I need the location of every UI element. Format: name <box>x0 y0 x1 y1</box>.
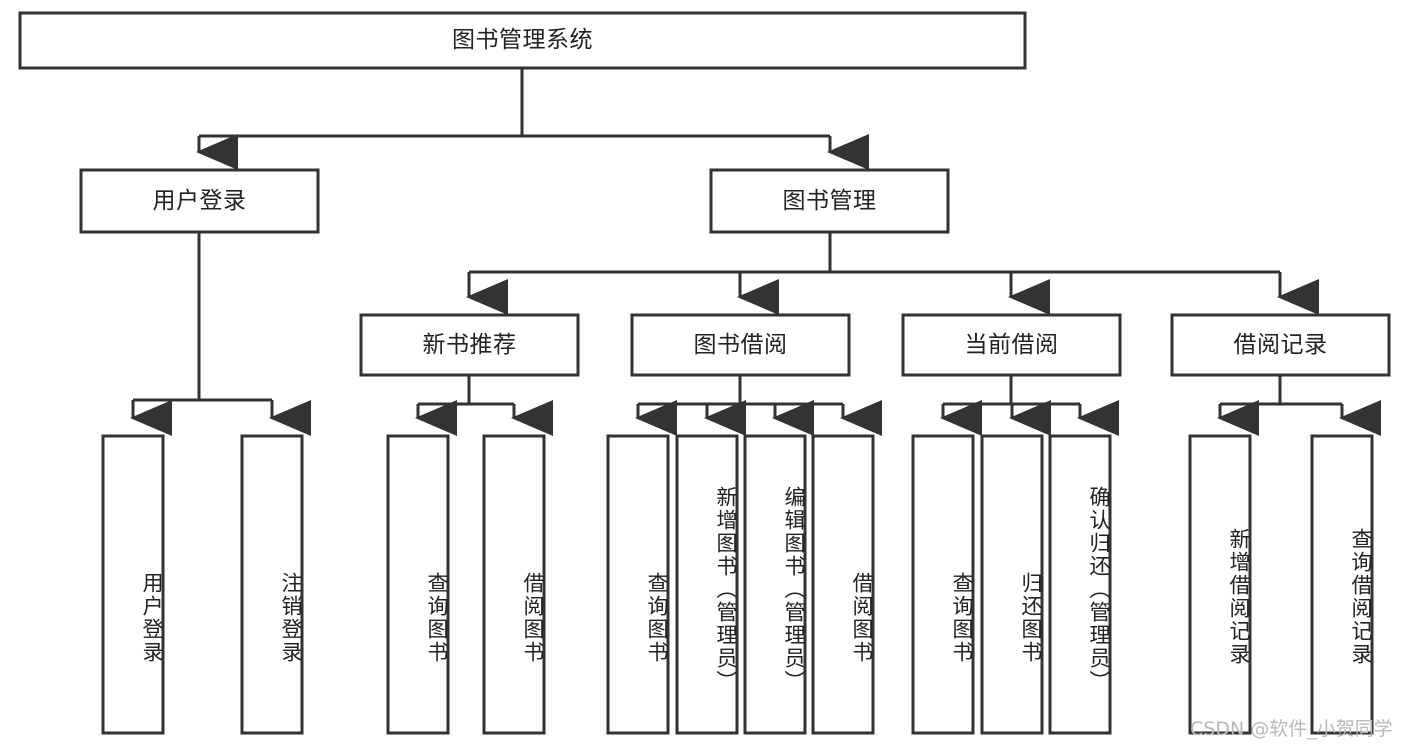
node-box-leaf-query-book-2[interactable] <box>606 434 670 735</box>
node-box-leaf-return-book[interactable] <box>980 434 1044 735</box>
node-box-current-borrow[interactable] <box>901 313 1122 377</box>
node-box-leaf-add-book[interactable] <box>675 434 739 735</box>
node-box-root[interactable] <box>18 11 1027 70</box>
node-box-leaf-borrow-book-2[interactable] <box>811 434 875 735</box>
node-box-borrow-record[interactable] <box>1170 313 1391 377</box>
node-box-leaf-edit-book[interactable] <box>743 434 807 735</box>
node-box-leaf-query-record[interactable] <box>1310 434 1374 735</box>
node-box-leaf-add-record[interactable] <box>1188 434 1252 735</box>
node-box-leaf-borrow-book-1[interactable] <box>482 434 546 735</box>
node-box-book-manage[interactable] <box>709 168 950 234</box>
node-box-leaf-query-book-3[interactable] <box>911 434 975 735</box>
node-box-book-borrow[interactable] <box>630 313 851 377</box>
node-box-user-login[interactable] <box>79 168 320 234</box>
node-box-leaf-user-login[interactable] <box>101 434 165 735</box>
node-box-new-book-rec[interactable] <box>359 313 580 377</box>
node-box-leaf-logout[interactable] <box>240 434 304 735</box>
node-box-leaf-query-book-1[interactable] <box>386 434 450 735</box>
node-box-leaf-confirm-return[interactable] <box>1048 434 1112 735</box>
